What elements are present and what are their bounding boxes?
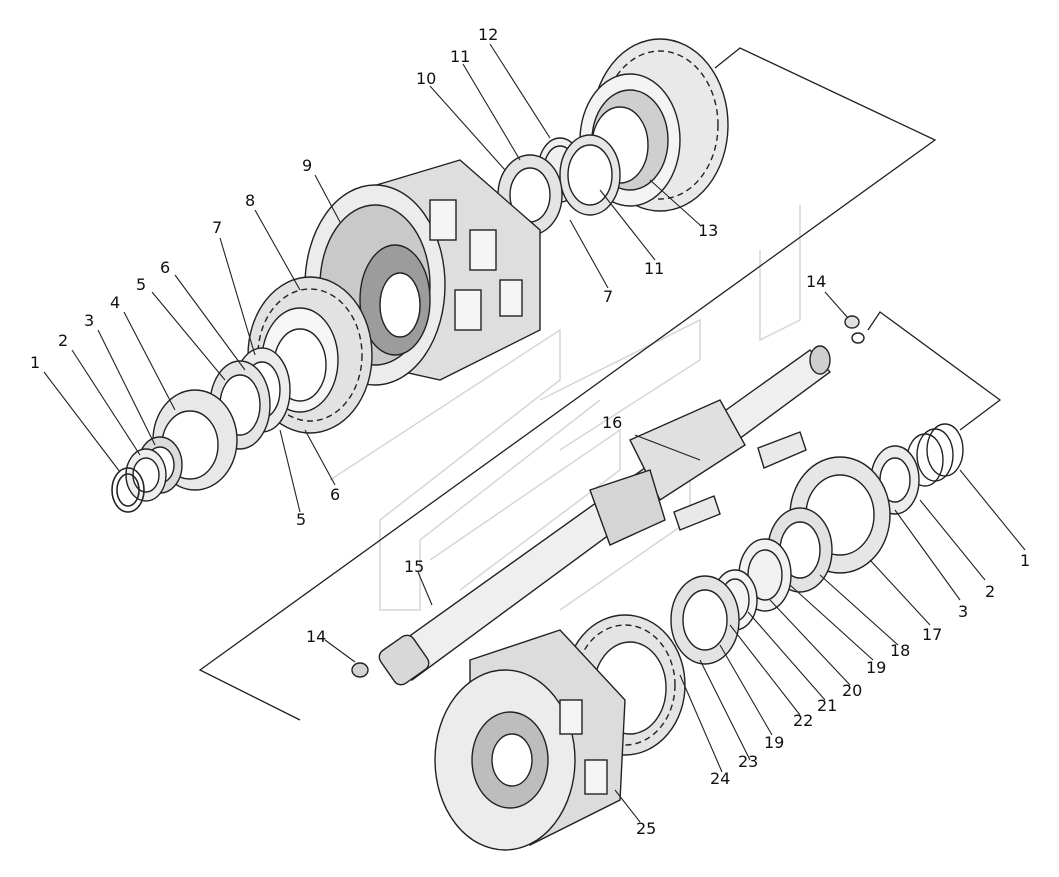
label-4: 4	[110, 293, 120, 312]
label-9: 9	[302, 156, 312, 175]
clutch-drum-25	[434, 629, 626, 851]
label-25: 25	[636, 819, 656, 838]
label-14-upper: 14	[806, 272, 826, 291]
label-13: 13	[698, 221, 718, 240]
spring-1-right	[906, 423, 964, 487]
label-2-left: 2	[58, 331, 68, 350]
ring-2	[125, 448, 167, 502]
label-14-lower: 14	[306, 627, 326, 646]
bearing-23	[670, 575, 740, 665]
group-frame-upper	[198, 47, 937, 721]
bearing-11-upper	[559, 134, 621, 216]
label-2-right: 2	[985, 582, 995, 601]
label-11-lower: 11	[644, 259, 664, 278]
label-11-upper: 11	[450, 47, 470, 66]
label-1-left: 1	[30, 353, 40, 372]
label-3-right: 3	[958, 602, 968, 621]
label-22: 22	[793, 711, 813, 730]
label-12: 12	[478, 25, 498, 44]
label-16: 16	[602, 413, 622, 432]
label-23: 23	[738, 752, 758, 771]
circlip-1	[111, 467, 145, 513]
label-1-right: 1	[1020, 551, 1030, 570]
part-labels: 1 2 3 4 5 6 7 8 9 10 11 12 13 11 7 6 5 1…	[30, 25, 1030, 838]
label-21: 21	[817, 696, 837, 715]
pin-14-upper	[844, 315, 865, 344]
label-6-right: 6	[330, 485, 340, 504]
label-17: 17	[922, 625, 942, 644]
label-5-right: 5	[296, 510, 306, 529]
label-20: 20	[842, 681, 862, 700]
label-6-left: 6	[160, 258, 170, 277]
pin-14-lower	[351, 662, 369, 678]
key-16b	[673, 495, 721, 531]
label-15: 15	[404, 557, 424, 576]
leader-lines	[43, 43, 1026, 823]
label-19-upper: 19	[866, 658, 886, 677]
label-7-right: 7	[603, 287, 613, 306]
label-5-left: 5	[136, 275, 146, 294]
label-18: 18	[890, 641, 910, 660]
label-10: 10	[416, 69, 436, 88]
label-8: 8	[245, 191, 255, 210]
label-7-left: 7	[212, 218, 222, 237]
label-3-left: 3	[84, 311, 94, 330]
main-shaft-15	[378, 345, 832, 686]
group-frame-lower	[867, 311, 1002, 431]
label-19-lower: 19	[764, 733, 784, 752]
key-16a	[757, 431, 807, 469]
label-24: 24	[710, 769, 730, 788]
